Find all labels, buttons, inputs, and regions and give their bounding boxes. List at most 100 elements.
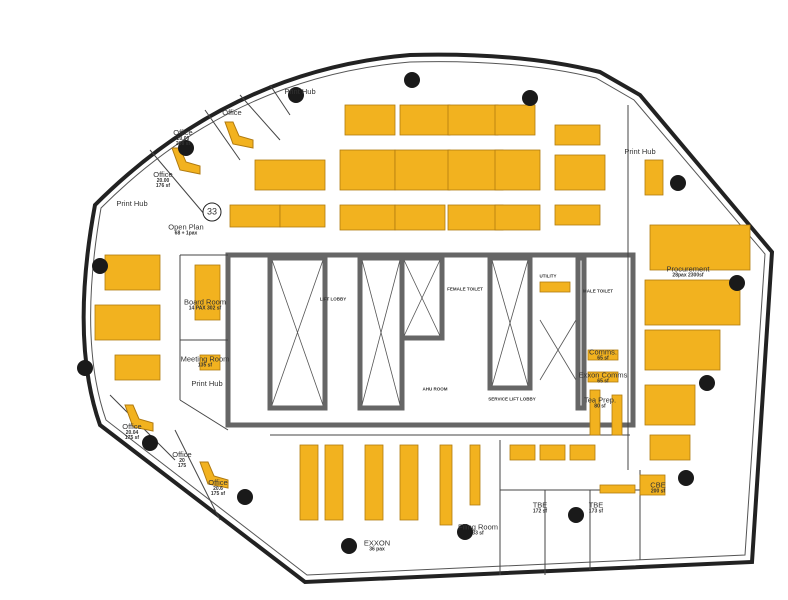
room-label-print-hub-right: Print Hub xyxy=(624,148,655,156)
column xyxy=(457,524,473,540)
room-area: 80 sf xyxy=(594,403,606,410)
open-plan-count-badge xyxy=(202,202,222,222)
desk-cluster xyxy=(229,204,281,228)
room-label-ahu-room: AHU ROOM xyxy=(423,387,448,393)
desk-cluster xyxy=(339,149,396,191)
room-name: Board Room xyxy=(183,297,227,307)
room-label-tea-prep: Tea Prep.80 sf xyxy=(584,396,616,409)
structural-columns xyxy=(77,72,745,554)
room-area: 172 sf xyxy=(532,508,548,515)
desk-cluster xyxy=(494,204,541,231)
desk-cluster xyxy=(399,444,419,521)
desk-cluster xyxy=(644,279,741,326)
room-area: 14 PAX 302 sf xyxy=(188,305,222,312)
room-label-lift-lobby: LIFT LOBBY xyxy=(319,296,347,303)
partitions xyxy=(109,84,641,575)
room-area: 200 sf xyxy=(650,488,666,495)
room-name: MALE TOILET xyxy=(583,288,613,294)
room-name: Print Hub xyxy=(284,87,316,97)
room-name: Comms. xyxy=(589,347,617,357)
desk-cluster xyxy=(447,204,504,231)
room-label-utility: UTILITY xyxy=(539,273,557,280)
desk-cluster xyxy=(339,204,396,231)
office-desk xyxy=(224,121,254,149)
desk-cluster xyxy=(394,149,451,191)
column xyxy=(92,258,108,274)
room-name: SERVICE LIFT LOBBY xyxy=(488,396,536,402)
column xyxy=(178,140,194,156)
room-name: CBE xyxy=(650,480,666,490)
desk-cluster xyxy=(639,474,666,496)
desk-cluster xyxy=(644,384,696,426)
desk-cluster xyxy=(324,444,344,521)
desk-cluster xyxy=(494,104,536,136)
desk-cluster xyxy=(194,264,221,321)
room-name: Tea Prep. xyxy=(583,395,617,405)
workstations xyxy=(94,104,751,526)
desk-cluster xyxy=(299,444,319,521)
column xyxy=(522,90,538,106)
desk-cluster xyxy=(469,444,481,506)
office-desk xyxy=(124,404,154,432)
room-area: 173 sf xyxy=(588,508,604,515)
office-desk xyxy=(199,461,229,489)
room-name: Print Hub xyxy=(191,379,223,389)
room-name: Office xyxy=(222,108,242,118)
desk-cluster xyxy=(399,104,451,136)
open-plan-count: 33 xyxy=(206,206,218,217)
room-name: Print Hub xyxy=(116,199,148,209)
column xyxy=(142,435,158,451)
room-area: 208 sf xyxy=(175,140,191,147)
desk-cluster xyxy=(104,254,161,291)
room-name: Meeting Room xyxy=(180,354,230,364)
desk-cluster xyxy=(364,444,384,521)
room-label-office-b: Office xyxy=(222,109,241,117)
room-label-female-toilet: FEMALE TOILET xyxy=(447,287,483,293)
desk-cluster xyxy=(554,154,606,191)
desk-cluster xyxy=(447,149,504,191)
room-name: Office xyxy=(172,449,192,459)
desk-cluster xyxy=(649,224,751,271)
room-code: 20 xyxy=(179,457,185,464)
desk-cluster xyxy=(649,434,691,461)
desk-cluster xyxy=(644,329,721,371)
room-label-comms: Comms.65 sf xyxy=(589,348,617,361)
desk-cluster xyxy=(509,444,536,461)
desk-cluster xyxy=(554,204,601,226)
column xyxy=(568,507,584,523)
desk-cluster xyxy=(94,304,161,341)
desk-cluster xyxy=(554,124,601,146)
lift-shafts xyxy=(271,259,577,406)
column xyxy=(237,489,253,505)
room-name: UTILITY xyxy=(539,273,557,279)
room-name: Print Hub xyxy=(624,147,656,157)
desk-cluster xyxy=(279,204,326,228)
room-name: Office xyxy=(122,421,142,431)
room-name: Exxon Comms xyxy=(578,370,628,380)
column xyxy=(404,72,420,88)
room-code: 20.04 xyxy=(125,429,139,436)
room-name: TBE xyxy=(532,500,548,510)
room-name: LIFT LOBBY xyxy=(319,296,347,302)
column xyxy=(288,87,304,103)
room-label-print-hub-left: Print Hub xyxy=(116,200,147,208)
desk-cluster xyxy=(589,389,601,436)
room-area: 68 + 1pax xyxy=(174,230,198,237)
room-code: 20.00 xyxy=(156,177,170,184)
desk-cluster xyxy=(494,149,541,191)
room-name: Filing Room xyxy=(457,522,499,532)
room-area: 36 pax xyxy=(369,546,385,553)
